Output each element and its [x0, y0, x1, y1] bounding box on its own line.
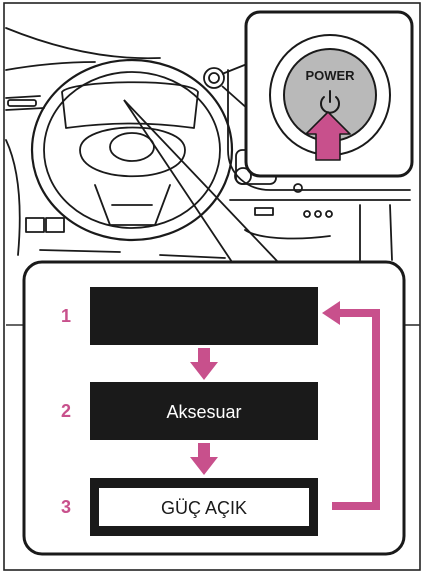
cluster-callout-line-1 [123, 99, 233, 263]
steering-logo [109, 132, 155, 162]
console-right-edge-2 [389, 204, 393, 261]
step-2-number: 2 [61, 401, 71, 421]
step-2-label: Aksesuar [166, 402, 241, 422]
center-stack [227, 69, 411, 191]
console-dot-2 [303, 210, 311, 218]
press-arrow-icon [305, 111, 351, 161]
left-switch [25, 217, 45, 233]
step-3-inner-box [99, 488, 309, 526]
console-knob [234, 167, 252, 185]
step-1-box [90, 287, 318, 345]
console-dot-3 [314, 210, 322, 218]
console-dot [293, 183, 303, 193]
cluster-callout [123, 99, 279, 263]
return-loop-line [332, 309, 380, 510]
steering-wheel-rim [30, 58, 234, 242]
steering-lower-spoke [94, 184, 171, 226]
step-3-number: 3 [61, 497, 71, 517]
vent-line-left [5, 95, 41, 99]
down-arrow-icon [190, 443, 218, 475]
door-panel-line [5, 139, 21, 256]
vent-slats-left [7, 99, 37, 107]
cluster-callout-line-2 [123, 99, 279, 263]
step-2-box [90, 382, 318, 440]
power-button-label: POWER [305, 68, 355, 83]
return-arrow-icon [322, 301, 340, 325]
down-arrow-icon [190, 348, 218, 380]
lower-dash-line-2 [159, 254, 226, 259]
steering-wheel-inner-rim [43, 71, 221, 229]
vent-line-left-2 [5, 107, 45, 111]
steering-hub [79, 126, 186, 178]
left-switch-2 [45, 217, 65, 233]
dash-line-left [5, 61, 96, 71]
step-3-label: GÜÇ AÇIK [161, 498, 247, 518]
console-dot-4 [325, 210, 333, 218]
dash-top-line-left [5, 27, 161, 60]
step-1-number: 1 [61, 306, 71, 326]
power-symbol-icon [320, 90, 340, 114]
dash-power-switch [203, 67, 225, 89]
lower-dash-line [39, 249, 121, 253]
dash-power-switch-inner [208, 72, 220, 84]
console-button [254, 207, 274, 216]
instrument-cluster [61, 81, 199, 129]
